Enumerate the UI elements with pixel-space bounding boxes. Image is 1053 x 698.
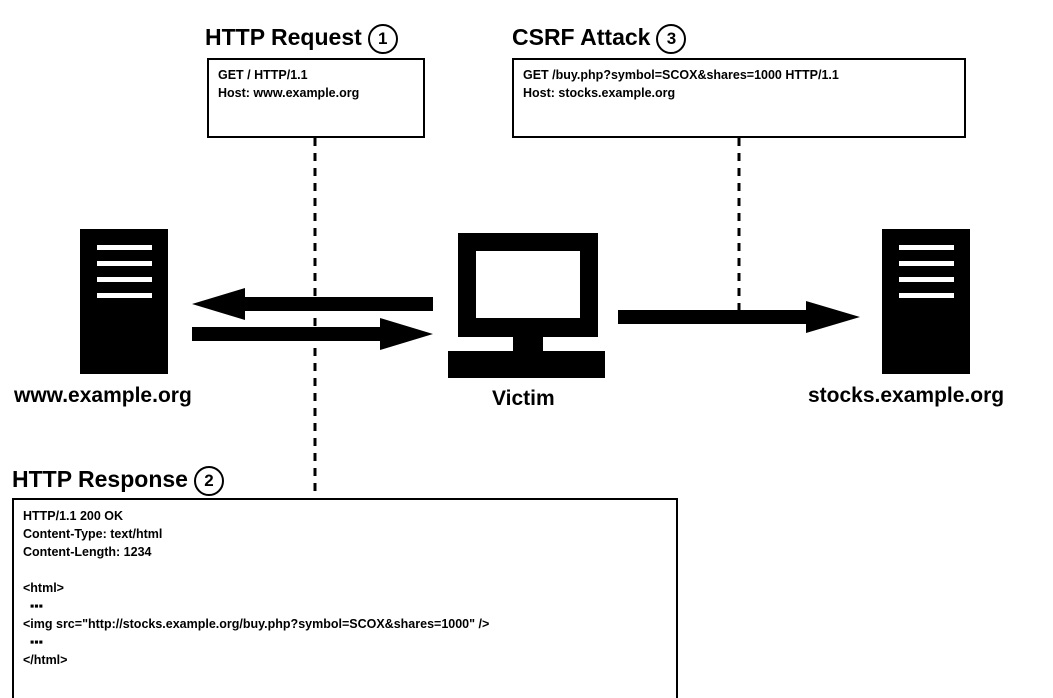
left-server-label: www.example.org [14, 384, 192, 407]
request-line: Host: www.example.org [218, 86, 360, 100]
response-line: Content-Type: text/html [23, 527, 163, 541]
response-line: <img src="http://stocks.example.org/buy.… [23, 617, 490, 631]
request-box: GET / HTTP/1.1 Host: www.example.org [207, 58, 425, 138]
response-line: HTTP/1.1 200 OK [23, 509, 124, 523]
response-line: <html> [23, 581, 64, 595]
response-line: ▪▪▪ [23, 599, 44, 613]
attack-title: CSRF Attack [512, 24, 651, 50]
response-line: </html> [23, 653, 68, 667]
response-arrow [192, 288, 433, 320]
response-line: Content-Length: 1234 [23, 545, 152, 559]
attack-line: GET /buy.php?symbol=SCOX&shares=1000 HTT… [523, 68, 839, 82]
request-line: GET / HTTP/1.1 [218, 68, 308, 82]
step-number-badge: 2 [193, 466, 224, 496]
attack-line: Host: stocks.example.org [523, 86, 676, 100]
response-title: HTTP Response [12, 466, 188, 492]
attack-arrow [618, 301, 860, 333]
request-arrow [192, 318, 433, 350]
step-number-badge: 1 [367, 24, 398, 54]
server-icon [80, 229, 168, 374]
server-icon [882, 229, 970, 374]
step-number-badge: 3 [656, 24, 687, 54]
computer-monitor-icon [448, 233, 605, 378]
response-line [23, 561, 676, 579]
response-line: ▪▪▪ [23, 635, 44, 649]
victim-label: Victim [492, 387, 555, 410]
request-title: HTTP Request [205, 24, 362, 50]
right-server-label: stocks.example.org [808, 384, 1005, 407]
attack-box: GET /buy.php?symbol=SCOX&shares=1000 HTT… [512, 58, 966, 138]
response-box: HTTP/1.1 200 OK Content-Type: text/html … [12, 498, 678, 698]
